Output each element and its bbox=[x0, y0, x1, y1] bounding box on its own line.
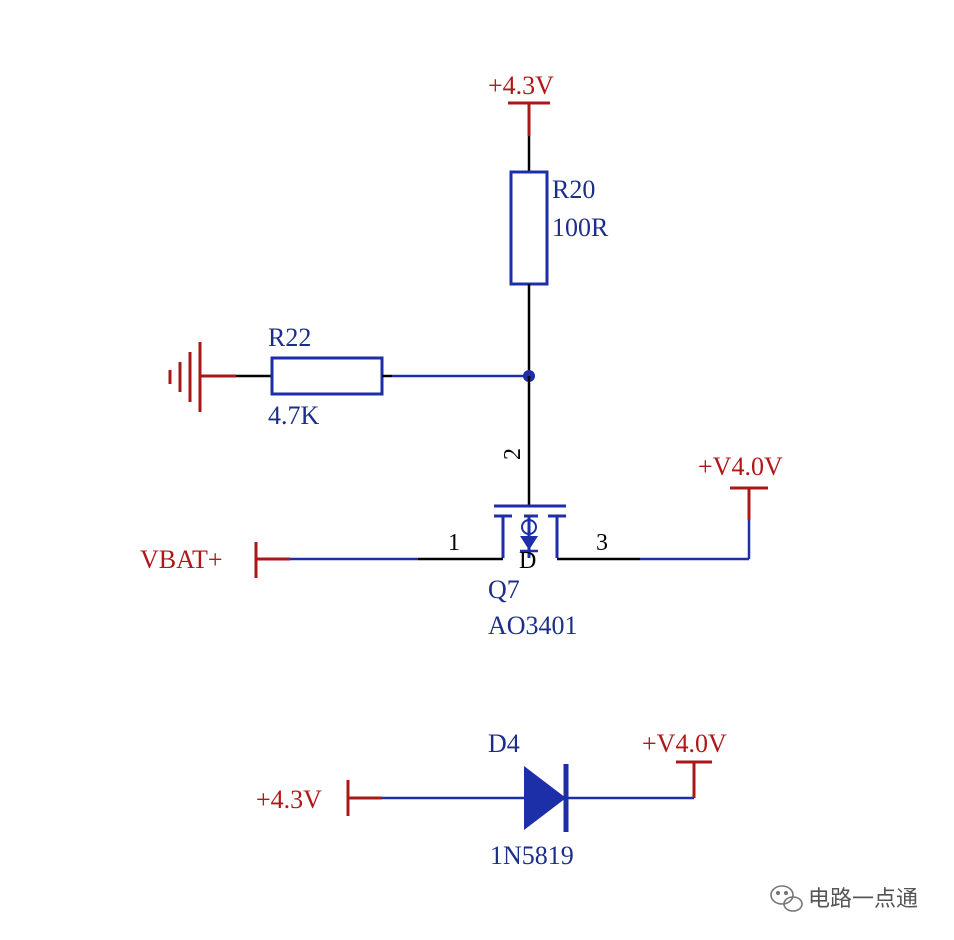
r22-ref: R22 bbox=[268, 323, 311, 352]
q7-ref: Q7 bbox=[488, 575, 520, 604]
power-port-vbat: VBAT+ bbox=[140, 542, 290, 578]
ground-symbol bbox=[168, 342, 236, 412]
watermark-text: 电路一点通 bbox=[808, 887, 918, 912]
diode-d4: D4 1N5819 bbox=[488, 729, 574, 870]
net-label-v4v0-top: +V4.0V bbox=[698, 452, 783, 481]
power-port-v4v0-top: +V4.0V bbox=[698, 452, 783, 520]
net-label-top-4v3: +4.3V bbox=[488, 71, 554, 100]
q7-pin-drain: 3 bbox=[596, 530, 608, 556]
wechat-icon bbox=[770, 885, 803, 912]
net-label-4v3-bottom: +4.3V bbox=[256, 785, 322, 814]
net-label-v4v0-bottom: +V4.0V bbox=[642, 729, 727, 758]
d4-ref: D4 bbox=[488, 729, 520, 758]
resistor-r20: R20 100R bbox=[509, 170, 609, 286]
r20-ref: R20 bbox=[552, 175, 595, 204]
resistor-r22: R22 4.7K bbox=[268, 323, 384, 430]
watermark: 电路一点通 bbox=[770, 885, 918, 912]
r20-value: 100R bbox=[552, 213, 609, 242]
power-port-top-4v3: +4.3V bbox=[488, 71, 554, 136]
q7-value: AO3401 bbox=[488, 611, 578, 640]
power-port-v4v0-bottom: +V4.0V bbox=[642, 729, 727, 798]
d4-value: 1N5819 bbox=[490, 841, 574, 870]
r22-value: 4.7K bbox=[268, 401, 320, 430]
q7-body-letter: D bbox=[519, 548, 536, 574]
q7-pin-gate: 2 bbox=[500, 448, 526, 460]
q7-pin-source: 1 bbox=[448, 530, 460, 556]
net-label-vbat: VBAT+ bbox=[140, 545, 223, 574]
mosfet-q7: D Q7 AO3401 bbox=[488, 504, 578, 640]
power-port-4v3-bottom: +4.3V bbox=[256, 780, 382, 816]
